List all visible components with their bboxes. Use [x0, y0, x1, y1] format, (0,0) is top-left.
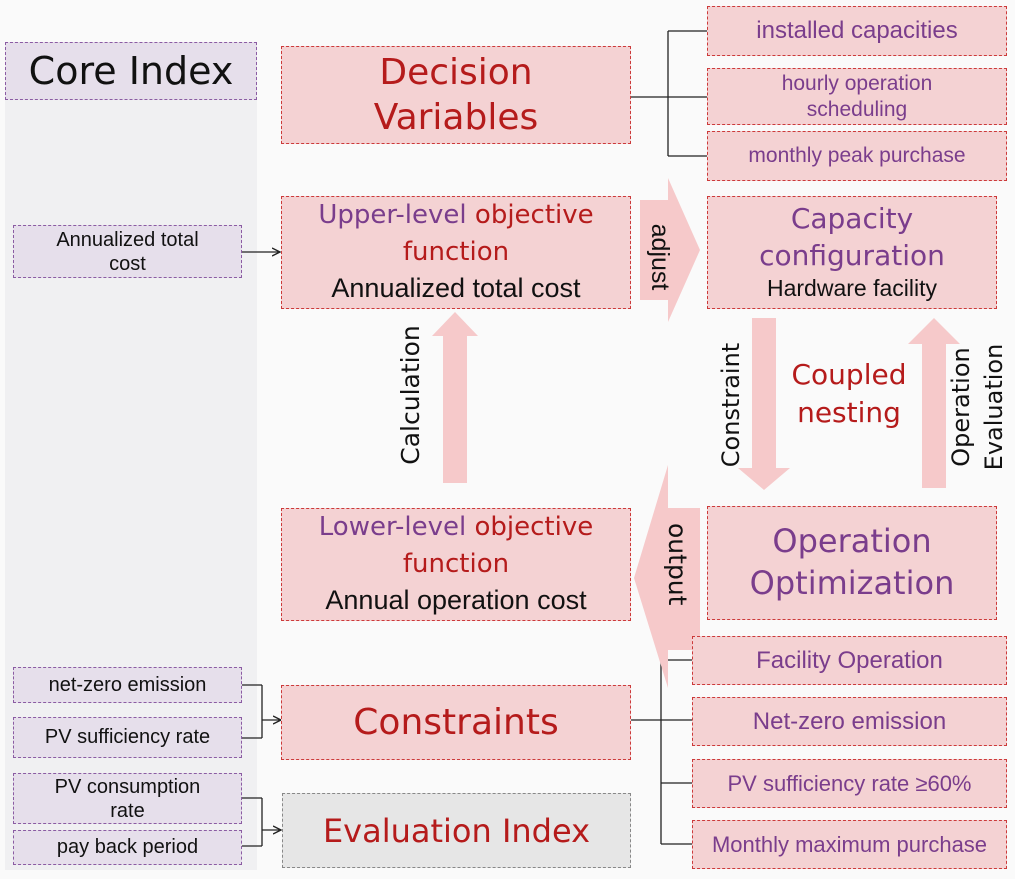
output-label: output: [663, 523, 692, 606]
monthly-maximum-purchase-item: Monthly maximum purchase: [692, 820, 1007, 869]
operation-optimization-box: Operation Optimization: [707, 506, 997, 620]
lower-cost-label: Annual operation cost: [325, 584, 587, 615]
capacity-configuration-box: Capacity configuration Hardware facility: [707, 196, 997, 309]
lower-objective-label: objective: [474, 512, 594, 543]
output-arrow: [634, 465, 700, 688]
pv-consumption-rate-index: PV consumption rate: [13, 773, 242, 824]
core-index-title: Core Index: [28, 49, 234, 93]
decision-variables-box: Decision Variables: [281, 46, 631, 144]
annualized-total-cost-index: Annualized total cost: [13, 225, 242, 278]
facility-operation-item: Facility Operation: [692, 636, 1007, 685]
monthly-peak-purchase-item: monthly peak purchase: [707, 131, 1007, 181]
calculation-arrow: [432, 312, 478, 483]
adjust-label: adjust: [646, 223, 674, 291]
evaluation-label: Evaluation: [980, 343, 1008, 471]
upper-function-label: function: [402, 236, 510, 267]
evaluation-arrow: [908, 318, 960, 488]
lower-level-objective-box: Lower-level objective function Annual op…: [281, 508, 631, 621]
hardware-facility-label: Hardware facility: [767, 274, 937, 301]
net-zero-emission-index: net-zero emission: [13, 667, 242, 703]
installed-capacities-item: installed capacities: [707, 6, 1007, 56]
upper-objective-label: objective: [474, 200, 594, 231]
upper-level-objective-box: Upper-level objective function Annualize…: [281, 196, 631, 309]
capacity-label: Capacity: [790, 202, 914, 236]
pv-sufficiency-rate-item: PV sufficiency rate ≥60%: [692, 759, 1007, 808]
upper-cost-label: Annualized total cost: [331, 272, 581, 303]
operation-label: Operation: [947, 347, 975, 467]
pay-back-period-index: pay back period: [13, 830, 242, 865]
evaluation-index-box: Evaluation Index: [282, 793, 631, 868]
core-index-title-box: Core Index: [5, 42, 257, 100]
adjust-arrow: [640, 178, 700, 322]
lower-level-label: Lower-level: [318, 512, 467, 543]
lower-function-label: function: [402, 548, 510, 579]
constraint-label: Constraint: [717, 342, 745, 468]
constraint-arrow: [738, 318, 790, 490]
coupled-nesting-label: Coupled nesting: [791, 358, 907, 429]
pv-sufficiency-rate-index: PV sufficiency rate: [13, 717, 242, 758]
constraints-box: Constraints: [281, 685, 631, 760]
net-zero-emission-item: Net-zero emission: [692, 697, 1007, 746]
calculation-label: Calculation: [396, 325, 425, 465]
upper-level-label: Upper-level: [318, 200, 467, 231]
hourly-operation-scheduling-item: hourly operation scheduling: [707, 68, 1007, 125]
configuration-label: configuration: [759, 238, 945, 272]
